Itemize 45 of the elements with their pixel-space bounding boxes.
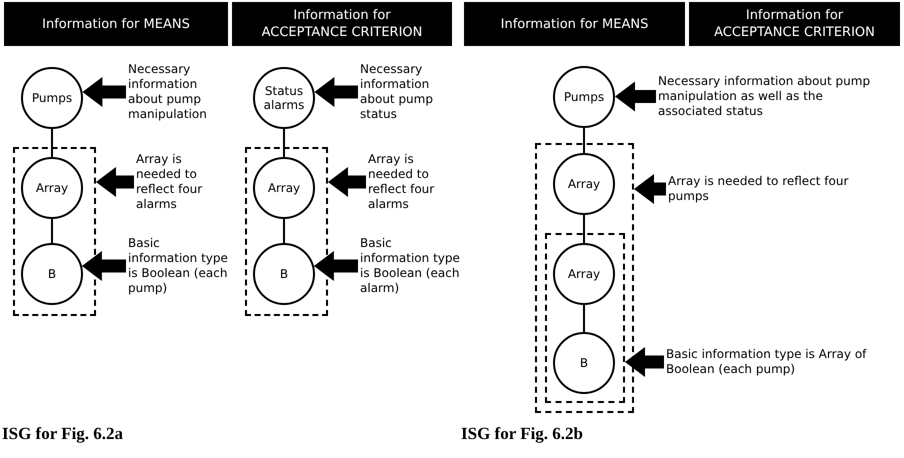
block-arrow (634, 174, 666, 204)
annotation-text: Basic information type is Boolean (each alarm) (360, 236, 460, 296)
header-band: Information for MEANS (4, 2, 228, 46)
block-arrow (314, 251, 358, 281)
circle-node: Array (553, 153, 615, 215)
connector-line (583, 215, 585, 243)
annotation-text: Basic information type is Array of Boolean (each pump) (666, 347, 896, 377)
circle-node: Array (21, 157, 83, 219)
connector-line (583, 305, 585, 332)
circle-node: B (553, 332, 615, 394)
circle-node: Array (253, 157, 315, 219)
connector-line (51, 129, 53, 157)
dashed-box (535, 143, 634, 413)
block-arrow (328, 167, 366, 197)
block-arrow (314, 77, 358, 107)
connector-line (51, 219, 53, 243)
block-arrow (625, 347, 664, 377)
connector-line (283, 129, 285, 157)
annotation-text: Array is needed to reflect four alarms (368, 152, 453, 212)
circle-node: Array (553, 243, 615, 305)
connector-line (283, 219, 285, 243)
connector-line (583, 128, 585, 153)
circle-node: B (21, 243, 83, 305)
dashed-box (13, 147, 96, 316)
annotation-text: Necessary information about pump manipulation (128, 62, 223, 122)
block-arrow (615, 82, 656, 112)
annotation-text: Array is needed to reflect four pumps (668, 174, 868, 204)
dashed-box (545, 233, 625, 403)
dashed-box (245, 147, 328, 316)
circle-node: Pumps (553, 66, 615, 128)
block-arrow (96, 167, 134, 197)
block-arrow (82, 251, 126, 281)
annotation-text: Necessary information about pump status (360, 62, 452, 122)
circle-node: Status alarms (253, 67, 315, 129)
circle-node: Pumps (21, 67, 83, 129)
annotation-text: Necessary information about pump manipulation as well as the associated status (658, 74, 888, 119)
header-band: Information for ACCEPTANCE CRITERION (232, 2, 452, 46)
annotation-text: Basic information type is Boolean (each pump) (128, 236, 228, 296)
figure-caption: ISG for Fig. 6.2b (461, 424, 584, 444)
block-arrow (82, 77, 126, 107)
annotation-text: Array is needed to reflect four alarms (136, 152, 221, 212)
figure-caption: ISG for Fig. 6.2a (2, 424, 124, 444)
header-band: Information for MEANS (464, 2, 685, 46)
header-band: Information for ACCEPTANCE CRITERION (689, 2, 900, 46)
circle-node: B (253, 243, 315, 305)
